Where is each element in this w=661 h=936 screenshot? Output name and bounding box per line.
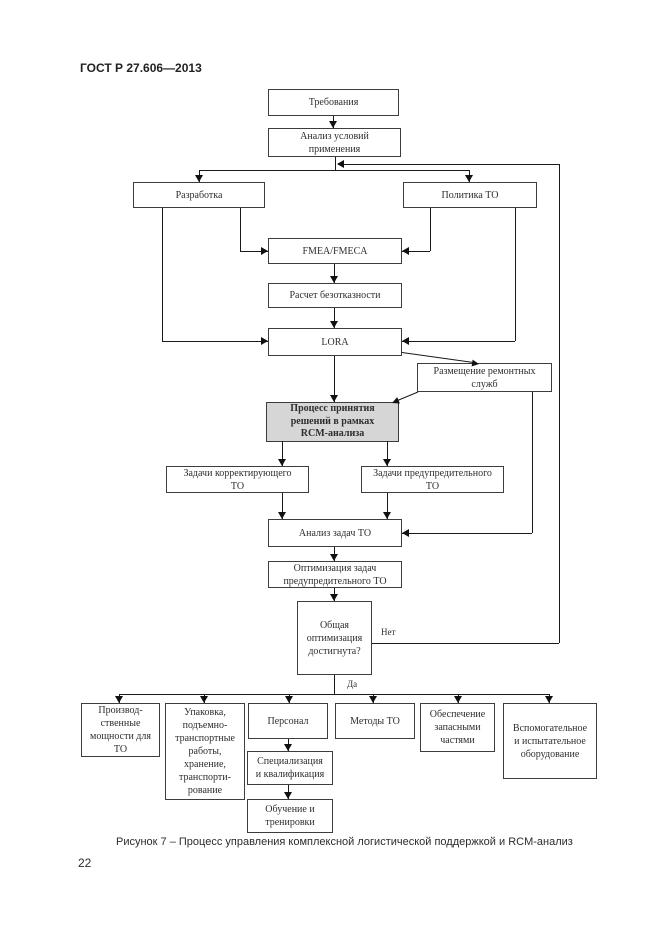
node-packaging-handling-storage-transport: Упаковка, подъемно- транспортные работы,…	[165, 703, 245, 800]
node-development: Разработка	[133, 182, 265, 208]
node-reliability-calculation: Расчет безотказности	[268, 283, 402, 308]
arrowhead-down	[330, 395, 338, 402]
node-training: Обучение и тренировки	[247, 799, 333, 833]
document-header: ГОСТ Р 27.606—2013	[80, 61, 202, 75]
arrowhead-down	[329, 121, 337, 128]
connector-line	[335, 157, 336, 170]
connector-line	[240, 208, 241, 251]
page-number: 22	[78, 856, 92, 870]
node-preventive-tasks-optimization: Оптимизация задач предупредительного ТО	[268, 561, 402, 588]
edge-label-no: Нет	[381, 627, 396, 637]
connector-line	[532, 392, 533, 533]
arrowhead-down	[285, 696, 293, 703]
arrowhead-down	[278, 459, 286, 466]
connector-line	[282, 493, 283, 519]
arrowhead-down	[278, 512, 286, 519]
node-spare-parts-supply: Обеспечение запасными частями	[420, 703, 495, 752]
figure-caption: Рисунок 7 – Процесс управления комплексн…	[116, 836, 573, 848]
connector-line	[402, 341, 515, 342]
arrowhead-left	[337, 160, 344, 168]
node-maintenance-methods: Методы ТО	[335, 703, 415, 739]
arrowhead-down	[330, 594, 338, 601]
node-maintenance-tasks-analysis: Анализ задач ТО	[268, 519, 402, 547]
arrowhead-right	[261, 337, 268, 345]
connector-line	[334, 356, 335, 402]
arrowhead-down	[115, 696, 123, 703]
arrowhead-down	[545, 696, 553, 703]
connector-line	[162, 208, 163, 341]
connector-line	[199, 170, 469, 171]
arrowhead-down	[369, 696, 377, 703]
node-maintenance-policy: Политика ТО	[403, 182, 537, 208]
node-auxiliary-test-equipment: Вспомогательное и испытательное оборудов…	[503, 703, 597, 779]
arrowhead-down	[330, 554, 338, 561]
connector-line	[387, 493, 388, 519]
connector-line	[119, 694, 549, 695]
node-overall-optimization-decision: Общая оптимизация достигнута?	[297, 601, 372, 675]
connector-line	[334, 675, 335, 694]
connector-line	[402, 533, 532, 534]
arrowhead-right	[261, 247, 268, 255]
connector-line	[162, 341, 268, 342]
arrowhead-down	[330, 276, 338, 283]
node-requirements: Требования	[268, 89, 399, 116]
connector-line	[372, 643, 559, 644]
connector-line	[515, 208, 516, 341]
arrowhead-down	[284, 744, 292, 751]
node-lora: LORA	[268, 328, 402, 356]
arrowhead-left	[402, 337, 409, 345]
node-specialization-qualification: Специализация и квалификация	[247, 751, 333, 785]
connector-line	[240, 251, 268, 252]
arrowhead-down	[383, 459, 391, 466]
node-fmea-fmeca: FMEA/FMECA	[268, 238, 402, 264]
connector-line	[387, 441, 388, 466]
arrowhead-left	[402, 247, 409, 255]
node-rcm-decision-process: Процесс принятия решений в рамках RCM-ан…	[266, 402, 399, 442]
connector-line	[334, 308, 335, 328]
node-production-facilities: Производ- ственные мощности для ТО	[81, 703, 160, 757]
connector-line	[430, 208, 431, 251]
arrowhead-left	[402, 529, 409, 537]
node-preventive-maintenance-tasks: Задачи предупредительного ТО	[361, 466, 504, 493]
node-application-conditions-analysis: Анализ условий применения	[268, 128, 401, 157]
arrowhead-down	[200, 696, 208, 703]
connector-line	[334, 264, 335, 283]
arrowhead-down	[195, 175, 203, 182]
connector-line	[559, 164, 560, 643]
edge-label-yes: Да	[347, 679, 358, 689]
connector-line	[338, 164, 559, 165]
node-corrective-maintenance-tasks: Задачи корректирующего ТО	[166, 466, 309, 493]
arrowhead-down	[330, 321, 338, 328]
connector-line	[402, 251, 430, 252]
node-personnel: Персонал	[248, 703, 328, 739]
arrowhead-down	[454, 696, 462, 703]
arrowhead-down	[465, 175, 473, 182]
node-repair-services-placement: Размещение ремонтных служб	[417, 363, 552, 392]
arrowhead-down	[383, 512, 391, 519]
connector-line	[282, 441, 283, 466]
arrowhead-down	[284, 792, 292, 799]
